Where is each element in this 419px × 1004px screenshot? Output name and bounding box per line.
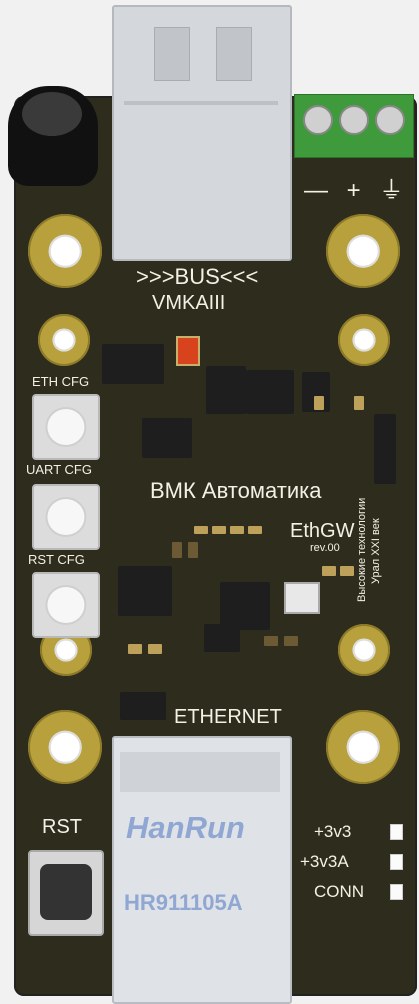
led-label-3v3: +3v3 (314, 822, 352, 841)
connector-model: HR911105A (124, 890, 243, 915)
led-label-3v3a: +3v3A (300, 852, 349, 871)
led-conn (390, 884, 403, 900)
bottom-rj45-connector: HanRun HR911105A (112, 736, 292, 1004)
eth-cfg-button[interactable] (32, 394, 100, 460)
regulator-chip (102, 344, 164, 384)
connector-brand: HanRun (126, 810, 245, 845)
bus-marking: >>>BUS<<< (136, 264, 259, 289)
terminal-block (294, 94, 414, 158)
rst-cfg-label: RST CFG (28, 552, 85, 567)
mosfet-left (118, 566, 172, 616)
inductor (142, 418, 192, 458)
chip-marking: VMKAIII (152, 292, 226, 314)
small-ic (204, 624, 240, 652)
mounting-pad-top-right (326, 214, 400, 288)
diode-right (374, 414, 396, 484)
led-3v3a (390, 854, 403, 870)
ethernet-label: ETHERNET (174, 706, 282, 728)
via-pad-left (38, 314, 90, 366)
rst-button[interactable] (28, 850, 104, 936)
revision-text: rev.00 (310, 542, 340, 554)
transistor-bottom (120, 692, 166, 720)
terminal-polarity-marks: — + ⏚ (304, 177, 410, 204)
eth-cfg-label: ETH CFG (32, 374, 90, 389)
led-label-conn: CONN (314, 882, 365, 901)
product-name: EthGW (290, 520, 355, 542)
red-led-component (176, 336, 200, 366)
mounting-pad-bottom-right (326, 710, 400, 784)
rst-cfg-button[interactable] (32, 572, 100, 638)
ic-chip-2 (246, 370, 294, 414)
electrolytic-capacitor (8, 86, 98, 186)
crystal (284, 582, 320, 614)
uart-cfg-label: UART CFG (26, 462, 92, 477)
rst-label: RST (42, 816, 82, 838)
top-rj45-connector (112, 5, 292, 261)
main-mcu (220, 582, 270, 630)
brand-text: ВМК Автоматика (150, 478, 322, 503)
via-pad-bottom-right (338, 624, 390, 676)
led-3v3 (390, 824, 403, 840)
ic-chip-1 (206, 366, 246, 414)
via-pad-right (338, 314, 390, 366)
side-text-2: Урал XXI век (370, 518, 382, 584)
mounting-pad-top-left (28, 214, 102, 288)
side-text-1: Высокие технологии (356, 497, 368, 602)
uart-cfg-button[interactable] (32, 484, 100, 550)
mounting-pad-bottom-left (28, 710, 102, 784)
